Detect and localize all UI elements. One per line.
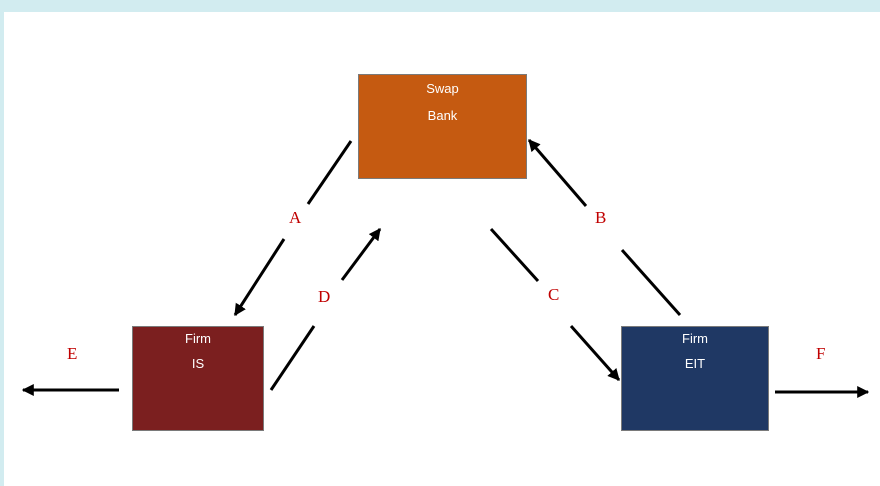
label-c: C <box>548 285 560 304</box>
arrow-b-lower-segment <box>620 249 682 316</box>
firm-is-subtitle: IS <box>191 356 205 371</box>
swap-bank-title: Swap <box>426 81 459 96</box>
swap-bank-subtitle: Bank <box>427 108 458 123</box>
arrow-c-upper-segment <box>489 227 540 283</box>
firm-eit-box: Firm EIT <box>621 326 769 431</box>
firm-eit-subtitle: EIT <box>684 356 706 371</box>
arrow-d-upper-segment <box>340 228 382 281</box>
label-b: B <box>595 208 607 227</box>
arrow-a-upper-segment <box>306 140 353 205</box>
firm-is-title: Firm <box>185 331 211 346</box>
swap-bank-box: Swap Bank <box>358 74 527 179</box>
arrow-c-lower-segment <box>569 325 621 381</box>
arrow-b-upper-segment <box>527 139 588 207</box>
arrow-a-lower-segment <box>233 238 286 317</box>
arrow-d-lower-segment <box>269 325 316 391</box>
label-d: D <box>318 287 331 306</box>
firm-eit-title: Firm <box>682 331 708 346</box>
firm-is-box: Firm IS <box>132 326 264 431</box>
label-a: A <box>289 208 302 227</box>
label-e: E <box>67 344 78 363</box>
label-f: F <box>816 344 826 363</box>
